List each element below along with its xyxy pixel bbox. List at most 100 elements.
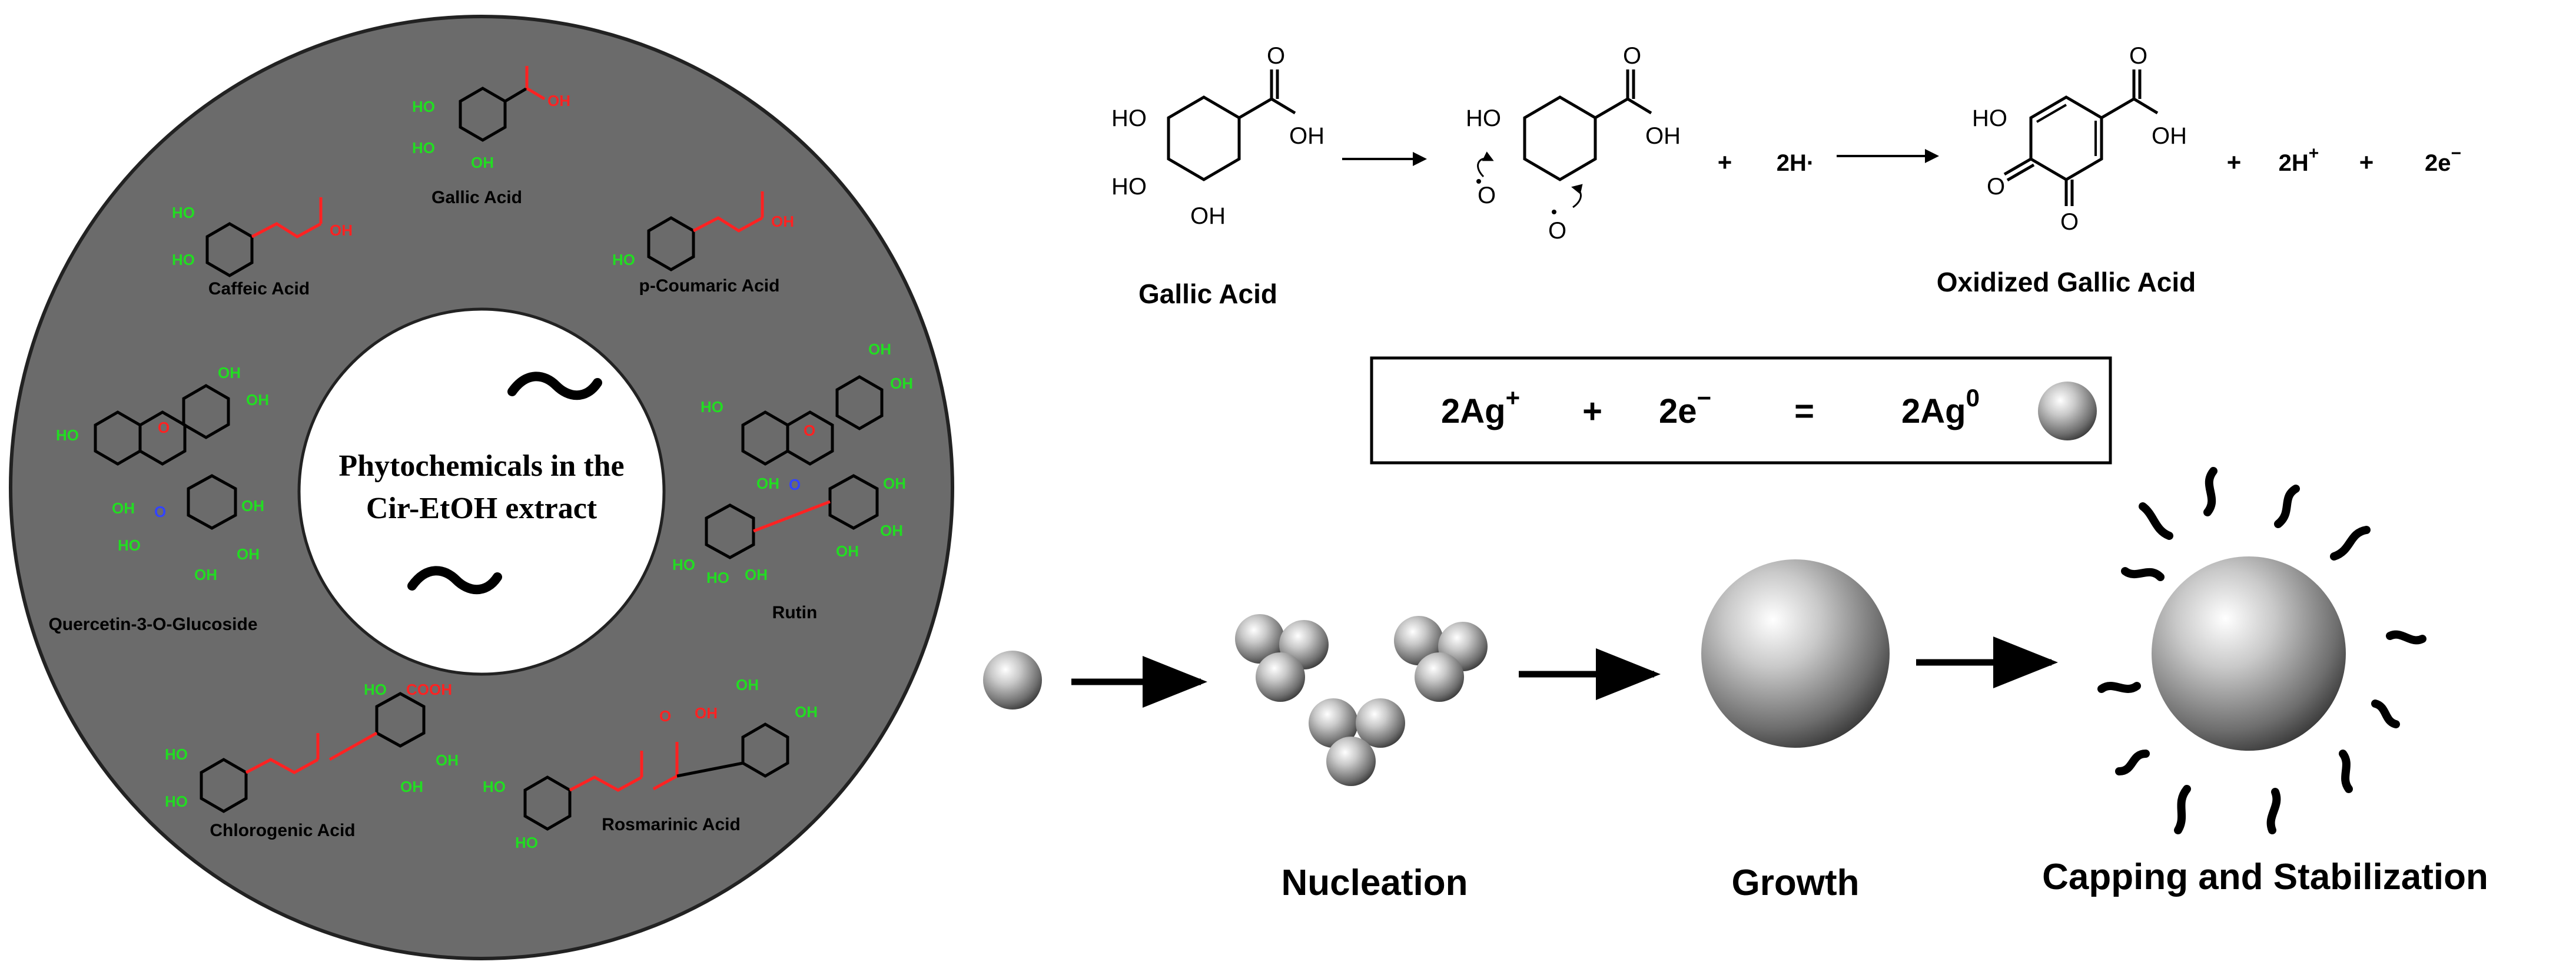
atom-ho: HO xyxy=(56,426,79,444)
atom-o: O xyxy=(1623,43,1641,69)
label-nucleation: Nucleation xyxy=(1282,863,1468,903)
h-ion: 2H+ xyxy=(2279,144,2319,176)
atom-ho: HO xyxy=(412,139,435,157)
atom-oh: OH xyxy=(890,374,913,392)
ag-metal: 2Ag0 xyxy=(1901,384,1980,430)
atom-o: O xyxy=(2129,43,2147,69)
atom-oh: OH xyxy=(880,522,903,539)
silver-equation-box: 2Ag+ + 2e− = 2Ag0 xyxy=(1370,356,2112,465)
equation-frame xyxy=(1370,356,2112,465)
phytochemical-ring: Phytochemicals in the Cir-EtOH extract O… xyxy=(9,15,954,960)
atom-ho: HO xyxy=(172,204,195,221)
atom-o: O xyxy=(789,476,801,493)
equation-electrons: 2e− xyxy=(1659,384,1711,430)
h-ion-sup: + xyxy=(2309,144,2319,163)
atom-ho: HO xyxy=(165,793,188,810)
atom-oh: OH xyxy=(736,676,759,694)
atom-oh: OH xyxy=(471,154,494,171)
label-gallic-acid-reactant: Gallic Acid xyxy=(1138,279,1277,309)
label-quercetin-3-o-glucoside: Quercetin-3-O-Glucoside xyxy=(48,615,257,634)
atom-o: O xyxy=(158,419,170,436)
label-growth: Growth xyxy=(1732,863,1860,903)
structure-oxidized-gallic-acid: O OH HO O O xyxy=(1972,43,2187,235)
atom-o: O xyxy=(154,503,166,521)
atom-oh: OH xyxy=(237,545,260,563)
molecule-chlorogenic: HO HO HO COOH OH OH Chlorogenic Acid xyxy=(165,681,459,840)
atom-o: O xyxy=(1267,43,1285,69)
atom-oh: OH xyxy=(883,475,906,492)
label-caffeic-acid: Caffeic Acid xyxy=(208,279,310,299)
ag-ion: 2Ag+ xyxy=(1441,384,1520,430)
atom-ho: HO xyxy=(515,834,538,851)
atom-ho: HO xyxy=(1466,105,1501,131)
atom-ho: HO xyxy=(1972,105,2007,131)
atom-oh: OH xyxy=(1645,123,1681,149)
atom-oh: OH xyxy=(1190,203,1226,229)
atom-ho: HO xyxy=(1111,174,1147,200)
atom-ho: HO xyxy=(412,98,435,115)
silver-atom-sphere xyxy=(2038,382,2097,440)
tilde-bottom-mark xyxy=(407,566,502,595)
nucleation-clusters xyxy=(1235,614,1488,786)
atom-o: O xyxy=(1987,174,2005,200)
atom-ho: HO xyxy=(165,745,188,763)
ring-inner-hole xyxy=(297,307,666,676)
atom-ho: HO xyxy=(172,251,195,268)
label-gallic-acid: Gallic Acid xyxy=(431,188,522,207)
atom-o: O xyxy=(659,707,671,725)
label-rutin: Rutin xyxy=(772,603,818,622)
atom-cooh: COOH xyxy=(406,681,452,698)
molecule-quercetin-glucoside: HO OH OH OH O O OH OH OH HO Quercetin-3-… xyxy=(48,364,269,634)
molecule-rosmarinic: HO HO O OH OH OH Rosmarinic Acid xyxy=(483,676,818,851)
atom-oh: OH xyxy=(836,542,859,560)
atom-oh: OH xyxy=(745,566,768,584)
label-capping-and-stabilization: Capping and Stabilization xyxy=(2042,857,2488,897)
center-label-line2: Cir-EtOH extract xyxy=(366,492,597,525)
growth-sphere xyxy=(1701,559,1890,748)
electron-curl-right xyxy=(1571,184,1583,208)
label-oxidized-gallic-acid: Oxidized Gallic Acid xyxy=(1937,267,2196,297)
electron-curl-left xyxy=(1477,151,1494,178)
atom-oh: OH xyxy=(112,499,135,517)
atom-oh: OH xyxy=(400,778,423,795)
atom-ho: HO xyxy=(672,556,695,573)
gallic-oxidation-reaction: O OH HO HO OH Gallic Acid O OH HO O O + … xyxy=(1111,43,2461,309)
atom-oh: OH xyxy=(436,751,459,769)
equation-equals: = xyxy=(1794,392,1814,430)
ag-ion-sup: + xyxy=(1506,384,1521,412)
plus-sign-3: + xyxy=(2359,148,2374,176)
atom-o: O xyxy=(804,422,815,439)
atom-ho: HO xyxy=(612,251,635,268)
atom-oh: OH xyxy=(2152,123,2187,149)
plus-sign-1: + xyxy=(1718,148,1732,176)
atom-oh: OH xyxy=(868,340,891,358)
label-chlorogenic-acid: Chlorogenic Acid xyxy=(210,821,355,840)
atom-ho: HO xyxy=(483,778,506,795)
electrons: 2e− xyxy=(2425,144,2461,176)
atom-oh: OH xyxy=(194,566,217,584)
atom-ho: HO xyxy=(1111,105,1147,131)
molecule-rutin: HO OH OH OH O O OH OH OH HO HO OH Rutin xyxy=(672,340,913,622)
atom-oh: OH xyxy=(330,221,353,239)
molecule-gallic-ring: OH HO HO OH Gallic Acid xyxy=(412,66,570,207)
capping-ligands xyxy=(2097,467,2426,834)
equation-electrons-sup: − xyxy=(1697,384,1712,412)
atom-oh: OH xyxy=(1289,123,1324,149)
h-radical: 2H· xyxy=(1777,150,1814,176)
atom-oh: OH xyxy=(218,364,241,382)
electrons-sup: − xyxy=(2451,144,2461,163)
atom-oh: OH xyxy=(241,497,264,515)
structure-radical-intermediate: O OH HO O O xyxy=(1466,43,1681,244)
atom-o: O xyxy=(1478,183,1496,208)
atom-oh: OH xyxy=(695,704,718,722)
atom-oh: OH xyxy=(756,475,779,492)
label-rosmarinic-acid: Rosmarinic Acid xyxy=(602,815,741,834)
label-p-coumaric-acid: p-Coumaric Acid xyxy=(639,276,780,296)
atom-ho: HO xyxy=(701,398,723,416)
atom-ho: HO xyxy=(364,681,387,698)
atom-o: O xyxy=(1548,218,1566,244)
center-label-line1: Phytochemicals in the xyxy=(338,449,624,483)
atom-oh: OH xyxy=(547,92,570,110)
nanoparticle-formation: Nucleation Growth Capping and Stabil xyxy=(983,467,2488,903)
